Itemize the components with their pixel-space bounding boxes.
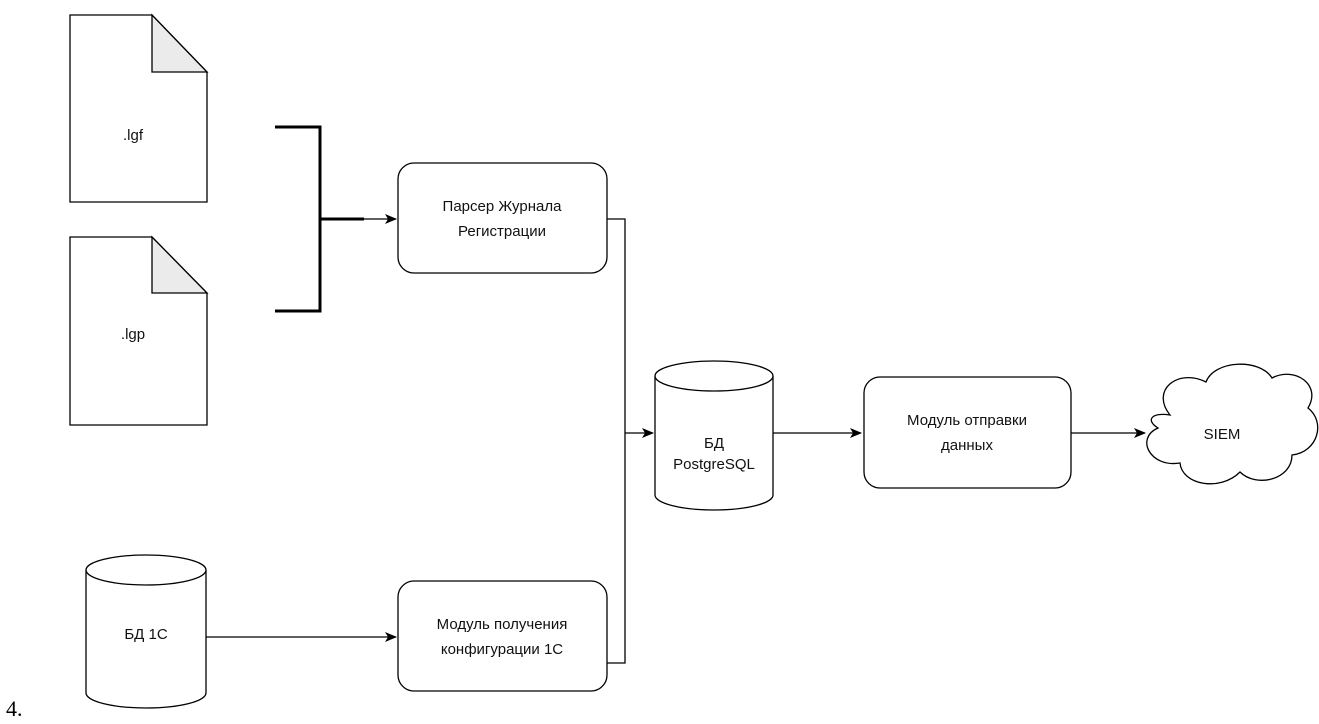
parser-box: Парсер Журнала Регистрации	[397, 162, 608, 274]
config-module-box: Модуль получения конфигурации 1С	[397, 580, 608, 692]
lgp-file: .lgp	[69, 235, 209, 426]
config-module-label-line2: конфигурации 1С	[441, 641, 563, 658]
connector-config-to-db	[607, 433, 626, 664]
list-number: 4.	[6, 696, 23, 721]
config-module-label-line1: Модуль получения	[437, 616, 568, 633]
db-1c-label: БД 1С	[124, 626, 168, 643]
sender-label-line2: данных	[941, 437, 993, 454]
parser-label-line1: Парсер Журнала	[443, 198, 563, 215]
parser-label-line2: Регистрации	[458, 223, 546, 240]
lgp-file-label: .lgp	[121, 326, 145, 343]
files-merge-bracket	[275, 125, 397, 313]
sender-module-box: Модуль отправки данных	[863, 376, 1072, 489]
postgres-label-line1: БД	[704, 435, 724, 452]
lgf-file-label: .lgf	[123, 127, 144, 144]
siem-cloud: SIEM	[1146, 363, 1319, 485]
db-1c-cylinder: БД 1С	[85, 554, 207, 709]
postgres-label-line2: PostgreSQL	[673, 456, 755, 473]
lgf-file: .lgf	[69, 13, 209, 203]
sender-label-line1: Модуль отправки	[907, 412, 1027, 429]
siem-label: SIEM	[1204, 426, 1241, 443]
connector-parser-to-db	[607, 218, 626, 433]
postgres-cylinder: БД PostgreSQL	[654, 360, 774, 511]
